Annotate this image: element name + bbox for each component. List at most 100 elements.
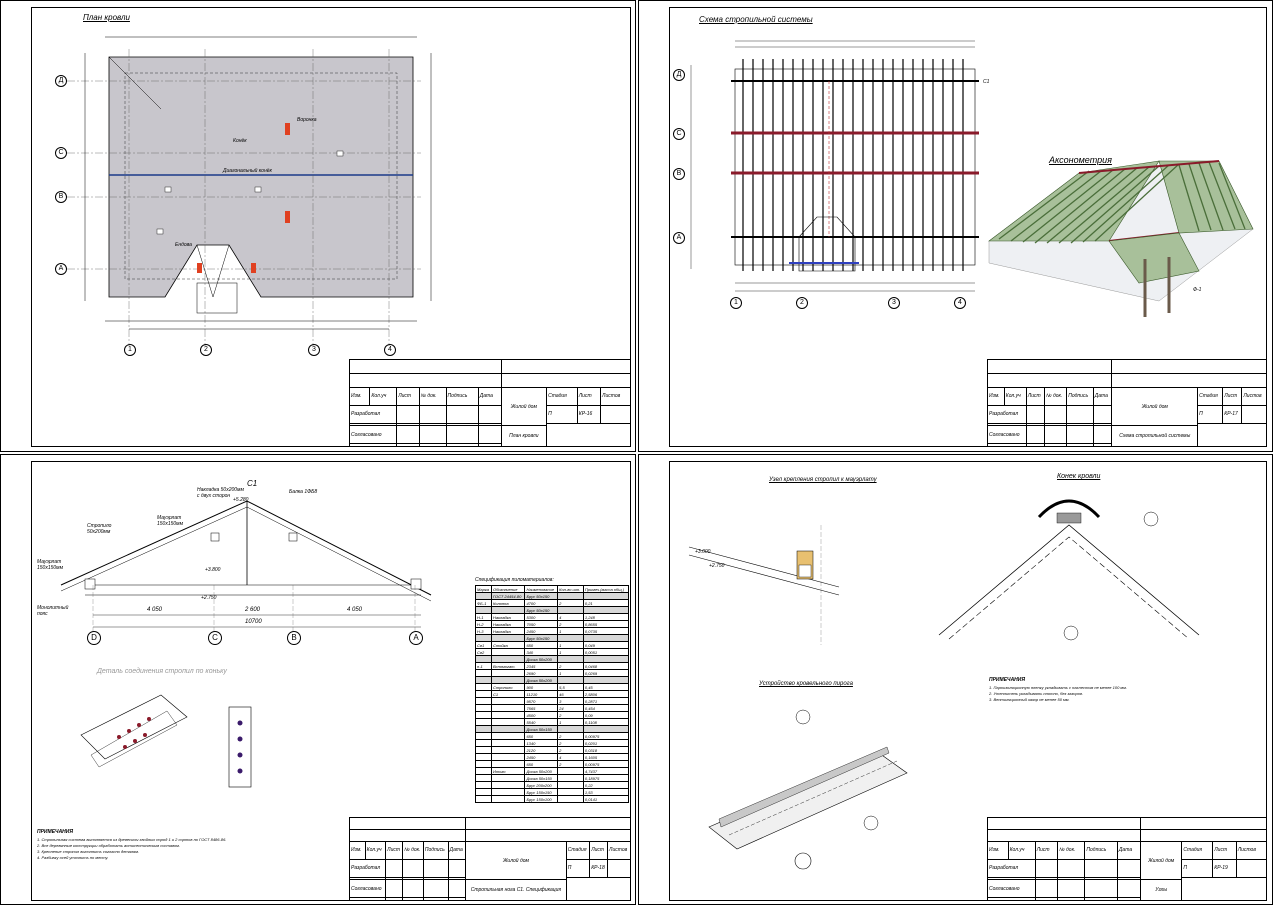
spec-cell: 0,00975 xyxy=(582,732,630,740)
spec-cell xyxy=(475,746,492,754)
spec-cell: Доска 50х150 xyxy=(524,774,559,782)
dim-text: 4 050 xyxy=(347,607,363,613)
spec-cell xyxy=(490,781,526,789)
spec-cell: 4700 xyxy=(524,599,559,607)
spec-cell: Накладка xyxy=(490,620,526,628)
spec-cell: 0,0735 xyxy=(582,627,630,635)
spec-cell xyxy=(490,676,526,684)
spec-cell: 2690 xyxy=(524,669,559,677)
spec-cell xyxy=(490,704,526,712)
grid-bubble-row: В xyxy=(673,168,685,180)
spec-cell: 1 xyxy=(557,641,584,649)
roof-label: Воронка xyxy=(297,117,317,123)
roof-plan-drawing xyxy=(67,36,432,346)
spec-row: Доска 50х200 xyxy=(475,655,630,663)
spec-cell: 1 xyxy=(557,627,584,635)
level-mark: +2.750 xyxy=(201,595,217,601)
truss-section-drawing xyxy=(60,500,432,788)
spec-cell xyxy=(557,676,584,684)
spec-cell xyxy=(490,655,526,663)
spec-row: Брус 50х150 xyxy=(475,634,630,642)
spec-cell: Брус 50х150 xyxy=(524,634,559,642)
spec-cell xyxy=(475,683,492,691)
spec-cell: Накладка xyxy=(490,627,526,635)
grid-bubble-col: 1 xyxy=(124,344,136,356)
spec-cell xyxy=(557,788,584,796)
spec-cell xyxy=(582,592,630,600)
section-title: С1 xyxy=(247,479,258,488)
spec-cell xyxy=(490,753,526,761)
spec-cell: 4 xyxy=(557,753,584,761)
level-mark: +5.280 xyxy=(233,497,249,503)
grid-bubble: D xyxy=(87,631,101,645)
spec-cell: 2 xyxy=(557,746,584,754)
member-label: Стропило 50х200мм xyxy=(87,523,112,535)
spec-cell: Брус 50х150 xyxy=(524,592,559,600)
spec-cell xyxy=(475,704,492,712)
spec-cell xyxy=(475,781,492,789)
dim-text: 10700 xyxy=(245,619,262,625)
spec-cell: 340 xyxy=(524,648,559,656)
note-line: 2. Утеплитель укладывать плотно, без заз… xyxy=(989,691,1084,696)
spec-cell xyxy=(475,732,492,740)
spec-cell: Брус 200х200 xyxy=(524,781,559,789)
spec-cell xyxy=(490,725,526,733)
dim-text: 4 050 xyxy=(147,607,163,613)
spec-cell: Брус 150х100 xyxy=(524,795,559,803)
note-line: 2. Все деревянные конструкции обработать… xyxy=(37,843,181,848)
spec-row: Доска 50х150 0,18975 xyxy=(475,774,630,782)
spec-cell: 0,21 xyxy=(582,599,630,607)
spec-cell xyxy=(557,725,584,733)
note-line: 3. Крепление стропил выполнить согласно … xyxy=(37,849,140,854)
grid-bubble: A xyxy=(409,631,423,645)
axonometric-roof xyxy=(988,160,1254,317)
spec-cell xyxy=(557,606,584,614)
spec-cell: 0,2871 xyxy=(582,697,630,705)
spec-cell: Доска 50х150 xyxy=(524,725,559,733)
spec-cell: 0,18975 xyxy=(582,774,630,782)
spec-cell xyxy=(475,788,492,796)
note-line: 1. Стропильная система выполняется из др… xyxy=(37,837,227,842)
ridge-detail-drawing xyxy=(80,694,252,788)
sheet-title: План кровли xyxy=(83,13,130,22)
spec-cell: 2 xyxy=(557,739,584,747)
spec-cell: 0,0051 xyxy=(582,648,630,656)
spec-cell: 5540 xyxy=(524,718,559,726)
spec-cell: 0,0269 xyxy=(582,669,630,677)
spec-cell xyxy=(475,774,492,782)
spec-cell: Доска 50х200 xyxy=(524,655,559,663)
spec-title: Спецификация пиломатериалов: xyxy=(475,577,554,583)
spec-cell xyxy=(490,746,526,754)
spec-cell xyxy=(475,767,492,775)
spec-cell xyxy=(475,606,492,614)
spec-cell xyxy=(490,788,526,796)
roof-label: Ендова xyxy=(175,242,192,248)
member-label: Балка 1ФБ8 xyxy=(289,489,318,495)
grid-bubble-col: 2 xyxy=(200,344,212,356)
callout-c1: С1 xyxy=(983,79,990,85)
spec-cell: 2120 xyxy=(524,746,559,754)
dim-text: 2 600 xyxy=(245,607,261,613)
sheet-rafter-c1: С1 +5.280 +3.800 +2.750 Накладка 50х200м… xyxy=(0,454,636,905)
node-title: Узел крепления стропил к мауэрлату xyxy=(769,477,877,483)
spec-cell xyxy=(557,592,584,600)
spec-cell: 650 xyxy=(524,641,559,649)
member-label: Мауэрлат 150х150мм xyxy=(157,515,184,527)
grid-bubble-row: А xyxy=(55,263,67,275)
spec-cell: 2,5806 xyxy=(582,690,630,698)
spec-cell: 0,0201 xyxy=(582,739,630,747)
spec-cell xyxy=(582,676,630,684)
spec-cell: Св2 xyxy=(475,648,492,656)
grid-bubble-col: 3 xyxy=(308,344,320,356)
level-mark: +3.000 xyxy=(695,549,711,555)
